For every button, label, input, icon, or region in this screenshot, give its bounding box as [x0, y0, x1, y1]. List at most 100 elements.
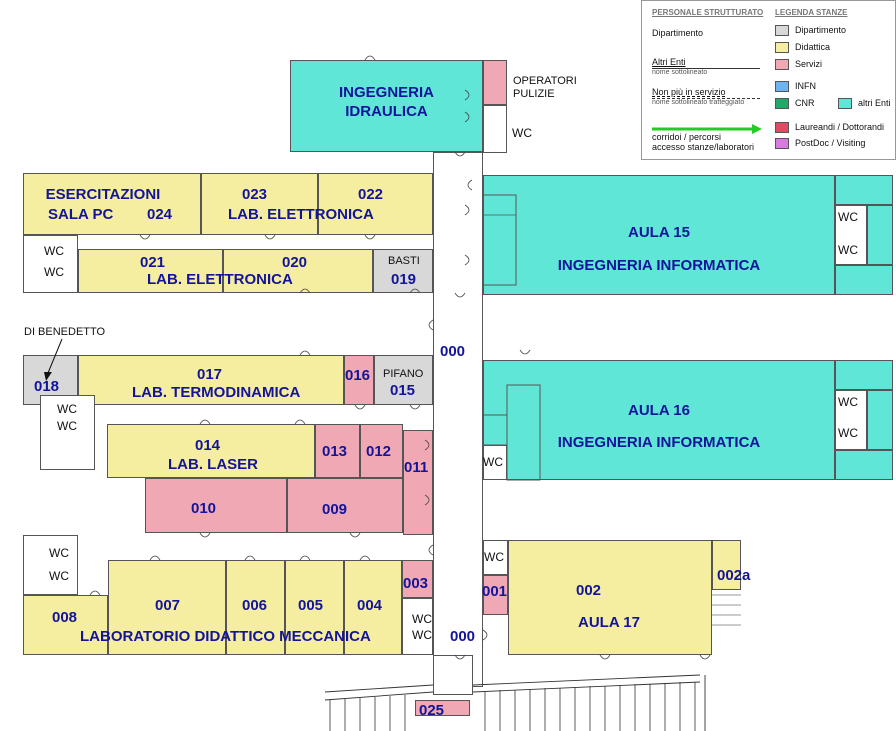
- legend-room-infn: INFN: [795, 81, 816, 91]
- room-wc-aula16[interactable]: [483, 445, 507, 480]
- legend-swatch-didattica: [775, 42, 789, 53]
- label-pulizie: PULIZIE: [513, 88, 555, 100]
- legend-path-label-2: accesso stanze/laboratori: [652, 142, 755, 152]
- wc-label-aula15-1: WC: [838, 210, 858, 224]
- room-014-laser[interactable]: [107, 424, 315, 478]
- room-aula-16[interactable]: [483, 360, 835, 480]
- room-010[interactable]: [145, 478, 287, 533]
- label-011: 011: [404, 459, 429, 476]
- wc-label-aula16: WC: [483, 455, 503, 469]
- wc-label-003-1: WC: [412, 612, 432, 626]
- room-wc-top[interactable]: [483, 105, 507, 153]
- label-004: 004: [357, 597, 383, 614]
- room-pifano-015[interactable]: [374, 355, 433, 405]
- label-017: 017: [197, 366, 223, 383]
- wc-label-aula15-2: WC: [838, 243, 858, 257]
- room-003[interactable]: [402, 560, 433, 598]
- room-007[interactable]: [108, 560, 226, 655]
- legend-swatch-laureandi: [775, 122, 789, 133]
- label-laboratorio-meccanica: LABORATORIO DIDATTICO MECCANICA: [80, 628, 371, 645]
- room-wc-003[interactable]: [402, 598, 433, 655]
- label-009: 009: [322, 501, 348, 518]
- room-001[interactable]: [483, 575, 508, 615]
- label-002a: 002a: [717, 567, 751, 584]
- legend-swatch-dipartimento: [775, 25, 789, 36]
- wc-label-left-top-1: WC: [44, 244, 64, 258]
- room-002a[interactable]: [712, 540, 741, 590]
- wc-label-top: WC: [512, 126, 532, 140]
- label-015: 015: [390, 382, 416, 399]
- room-aula16-annex-bottom[interactable]: [835, 450, 893, 480]
- room-016[interactable]: [344, 355, 374, 405]
- room-wc-left-mid[interactable]: [40, 395, 95, 470]
- label-lab-laser: LAB. LASER: [168, 456, 258, 473]
- room-008[interactable]: [23, 595, 108, 655]
- room-012[interactable]: [360, 424, 403, 478]
- legend-swatch-cnr: [775, 98, 789, 109]
- legend-staff-altri-enti-note: nome sottolineato: [652, 69, 708, 76]
- room-017-termodinamica[interactable]: [78, 355, 344, 405]
- room-013[interactable]: [315, 424, 360, 478]
- room-023[interactable]: [201, 173, 318, 235]
- legend-room-laureandi: Laureandi / Dottorandi: [795, 122, 885, 132]
- label-014: 014: [195, 437, 221, 454]
- room-006[interactable]: [226, 560, 285, 655]
- label-013: 013: [322, 443, 348, 460]
- room-aula16-annex-mid[interactable]: [867, 390, 893, 450]
- label-operatori: OPERATORI: [513, 75, 577, 87]
- room-aula15-annex-bottom[interactable]: [835, 265, 893, 295]
- corridor-label-000-bottom: 000: [450, 628, 476, 645]
- corridor-exit: [433, 655, 473, 695]
- room-wc-left-bottom[interactable]: [23, 535, 78, 595]
- room-wc-aula15[interactable]: [835, 205, 867, 265]
- room-aula-17[interactable]: [508, 540, 712, 655]
- room-005[interactable]: [285, 560, 344, 655]
- legend-box: PERSONALE STRUTTURATO LEGENDA STANZE Dip…: [641, 0, 896, 160]
- room-025[interactable]: [415, 700, 470, 716]
- wc-label-aula16-2: WC: [838, 426, 858, 440]
- room-wc-left-top[interactable]: [23, 235, 78, 293]
- room-wc-aula16-right[interactable]: [835, 390, 867, 450]
- arrow-icon: [44, 372, 52, 381]
- label-012: 012: [366, 443, 392, 460]
- legend-room-postdoc: PostDoc / Visiting: [795, 138, 866, 148]
- wc-label-aula17: WC: [484, 550, 504, 564]
- legend-staff-header: PERSONALE STRUTTURATO: [652, 8, 764, 17]
- room-aula15-annex-mid[interactable]: [867, 205, 893, 265]
- room-operatori-pulizie[interactable]: [483, 60, 507, 105]
- label-005: 005: [298, 597, 324, 614]
- wc-label-left-bottom-1: WC: [49, 546, 69, 560]
- label-pifano: PIFANO: [383, 368, 424, 380]
- room-004[interactable]: [344, 560, 402, 655]
- room-aula15-annex-top[interactable]: [835, 175, 893, 205]
- room-basti-019[interactable]: [373, 249, 433, 293]
- legend-staff-non-servizio: Non più in servizio: [652, 87, 726, 97]
- room-ingegneria-idraulica[interactable]: [290, 60, 483, 152]
- room-aula16-annex-top[interactable]: [835, 360, 893, 390]
- room-wc-aula17[interactable]: [483, 540, 508, 575]
- room-esercitazioni-sala-pc[interactable]: [23, 173, 201, 235]
- label-lab-elettronica-mid: LAB. ELETTRONICA: [147, 271, 293, 288]
- room-aula-15[interactable]: [483, 175, 835, 295]
- room-009[interactable]: [287, 478, 403, 533]
- legend-room-dipartimento: Dipartimento: [795, 25, 847, 35]
- wc-label-left-mid-1: WC: [57, 402, 77, 416]
- label-021: 021: [140, 254, 166, 271]
- label-aula16: AULA 16: [628, 402, 690, 419]
- label-lab-elettronica-top: LAB. ELETTRONICA: [228, 206, 374, 223]
- room-022[interactable]: [318, 173, 433, 235]
- label-007: 007: [155, 597, 181, 614]
- label-010: 010: [191, 500, 217, 517]
- label-019: 019: [391, 271, 417, 288]
- room-021[interactable]: [78, 249, 223, 293]
- label-018: 018: [34, 378, 60, 395]
- room-idraulica-line2: IDRAULICA: [345, 103, 428, 120]
- wc-label-left-bottom-2: WC: [49, 569, 69, 583]
- label-023: 023: [242, 186, 268, 203]
- wc-label-003-2: WC: [412, 628, 432, 642]
- room-020[interactable]: [223, 249, 373, 293]
- label-008: 008: [52, 609, 78, 626]
- legend-swatch-infn: [775, 81, 789, 92]
- legend-staff-altri-enti: Altri Enti: [652, 57, 686, 67]
